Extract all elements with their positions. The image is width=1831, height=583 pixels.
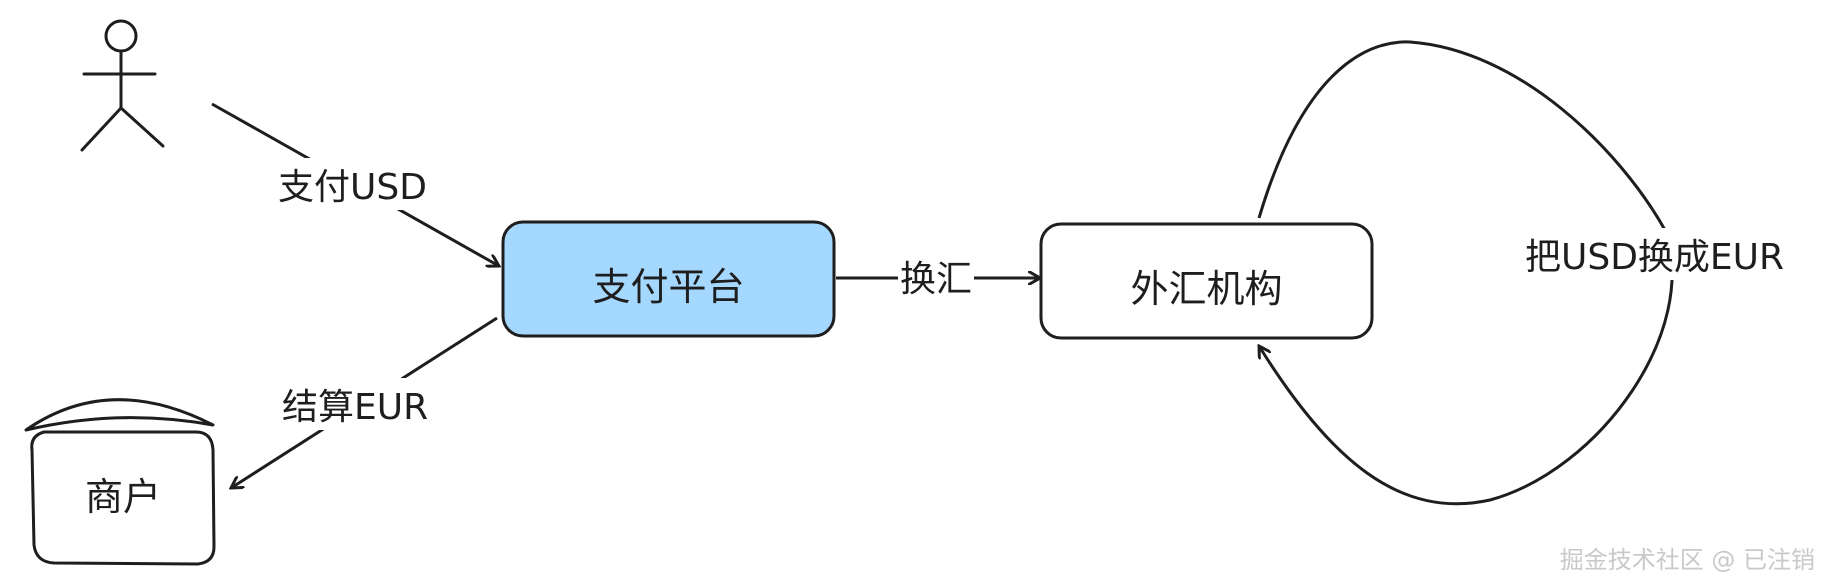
edge-label-convert-loop: 把USD换成EUR [1523,228,1787,280]
node-label-merchant: 商户 [84,475,161,519]
edge-label-exchange: 换汇 [898,250,975,302]
stick-figure-icon [80,19,165,152]
house-icon [24,398,216,566]
node-label-payment-platform: 支付平台 [592,265,745,309]
node-label-fx-institution: 外汇机构 [1130,267,1283,311]
edge-label-settle-eur: 结算EUR [280,378,431,430]
edge-label-pay-usd: 支付USD [276,158,429,210]
watermark: 掘金技术社区 @ 已注销 [1559,546,1815,574]
payment-platform-box [501,220,836,338]
